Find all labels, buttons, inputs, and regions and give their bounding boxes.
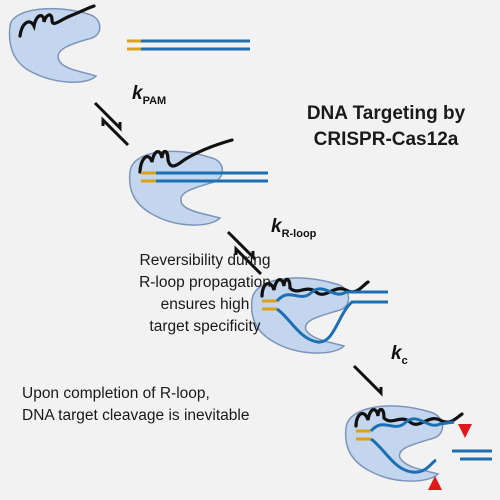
state-pam-bound [128, 138, 268, 226]
cas12a-protein [344, 405, 444, 482]
crrna-strand [260, 277, 370, 298]
rate-label-rloop: kR-loop [271, 216, 317, 240]
cas12a-protein [250, 277, 350, 354]
bound-dna-duplex [141, 171, 268, 183]
reversibility-note: Reversibility during R-loop propagation … [100, 250, 310, 338]
note-line: DNA target cleavage is inevitable [22, 407, 250, 424]
note-line: target specificity [149, 318, 261, 335]
equilibrium-arrow-rloop [226, 230, 263, 276]
equilibrium-arrow-pam [93, 101, 130, 147]
free-dna-duplex [127, 39, 250, 51]
cas12a-protein [128, 150, 224, 226]
note-line: ensures high [160, 296, 250, 313]
rate-label-cleavage: kc [391, 343, 408, 367]
crrna-strand [18, 4, 96, 38]
crrna-strand [354, 407, 464, 428]
state-cleaved [344, 405, 492, 490]
cleavage-note: Upon completion of R-loop, DNA target cl… [22, 383, 322, 427]
cleaved-dna [356, 417, 492, 474]
rloop-dna [262, 287, 388, 344]
crrna-strand [138, 138, 234, 174]
cas12a-protein [8, 7, 101, 83]
rate-label-pam: kPAM [132, 83, 166, 107]
diagram-title: DNA Targeting by CRISPR-Cas12a [286, 101, 486, 153]
state-apo-cas12a [8, 4, 250, 83]
note-line: Upon completion of R-loop, [22, 385, 210, 402]
cleavage-site-marker-icon [428, 476, 442, 490]
title-line: CRISPR-Cas12a [313, 129, 459, 150]
cleavage-site-marker-icon [458, 424, 472, 438]
note-line: Reversibility during [139, 252, 271, 269]
irreversible-arrow-cleavage [352, 364, 383, 397]
state-rloop-propagation [250, 277, 388, 354]
note-line: R-loop propagation [139, 274, 271, 291]
title-line: DNA Targeting by [306, 103, 466, 124]
